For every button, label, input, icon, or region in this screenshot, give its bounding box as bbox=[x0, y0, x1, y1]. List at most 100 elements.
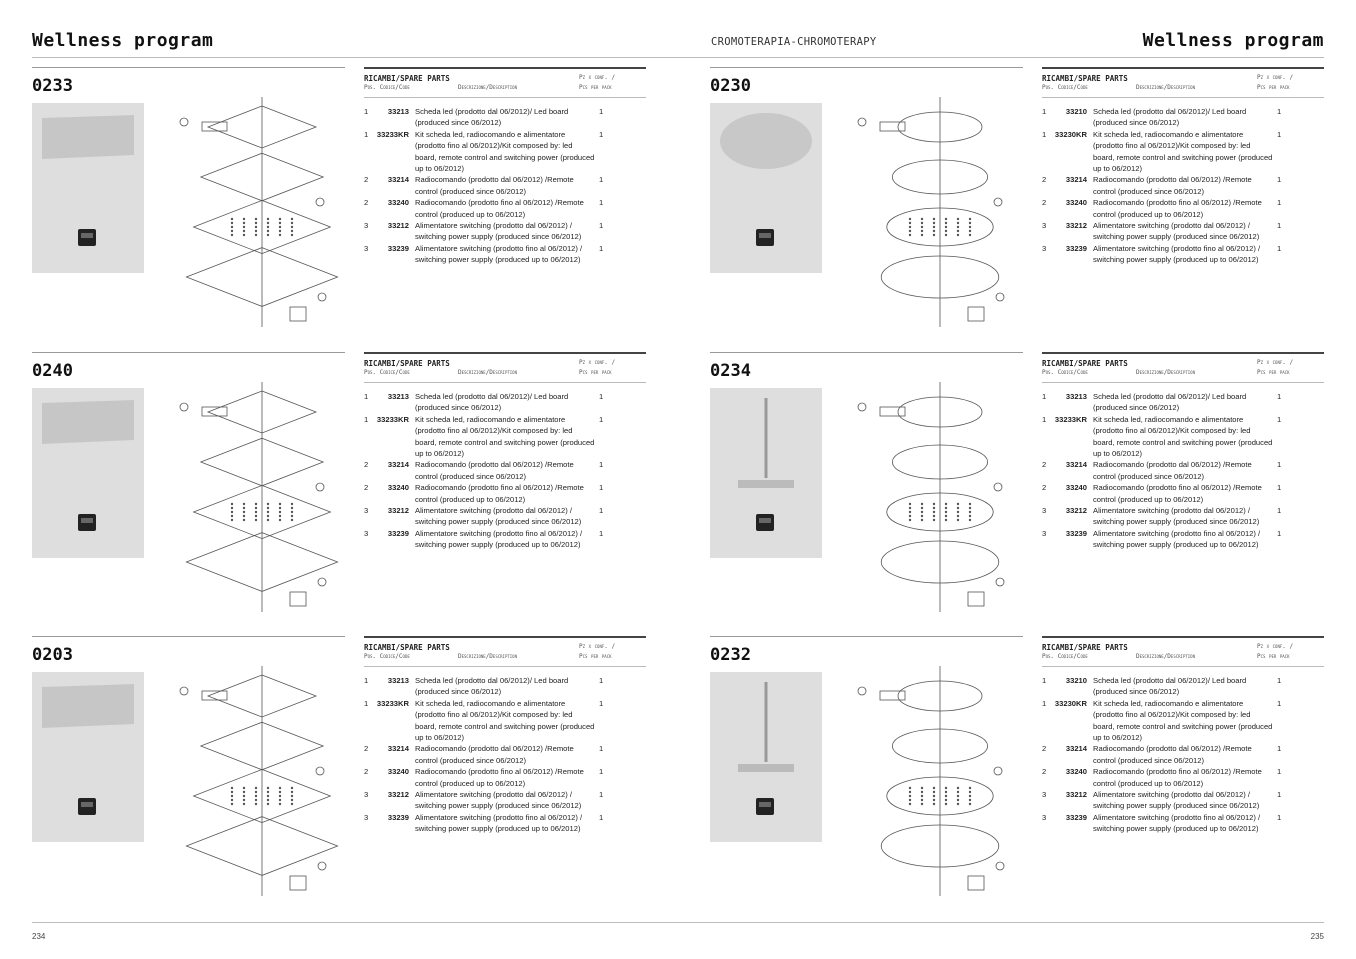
row-qty: 1 bbox=[1277, 221, 1282, 231]
pos-code-header: Pos. Codice/Code bbox=[1042, 653, 1088, 660]
row-code: 33239 bbox=[387, 243, 409, 253]
row-code: 33240 bbox=[1065, 767, 1087, 777]
row-code: 33239 bbox=[387, 528, 409, 538]
row-description: Radiocomando (prodotto dal 06/2012) /Rem… bbox=[1093, 175, 1252, 196]
row-pos: 2 bbox=[1042, 175, 1047, 185]
row-pos: 2 bbox=[1042, 483, 1047, 493]
row-pos: 1 bbox=[1042, 698, 1047, 708]
row-pos: 3 bbox=[1042, 812, 1047, 822]
description-header: Descrizione/Description bbox=[458, 653, 518, 660]
row-qty: 1 bbox=[599, 243, 604, 253]
row-qty: 1 bbox=[599, 414, 604, 424]
row-description: Kit scheda led, radiocomando e alimentat… bbox=[415, 129, 595, 174]
row-code: 33212 bbox=[387, 221, 409, 231]
table-top-rule bbox=[1042, 352, 1324, 354]
row-description: Alimentatore switching (prodotto fino al… bbox=[415, 812, 583, 834]
row-qty: 1 bbox=[1277, 107, 1282, 116]
row-description: Alimentatore switching (prodotto fino al… bbox=[1093, 812, 1261, 834]
description-header: Descrizione/Description bbox=[1136, 84, 1196, 91]
row-qty: 1 bbox=[1277, 198, 1282, 208]
row-qty: 1 bbox=[599, 129, 604, 139]
table-row: 3 33239 Alimentatore switching (prodotto… bbox=[364, 528, 646, 551]
pcs-header: Pcs per pack bbox=[1257, 653, 1290, 660]
row-pos: 2 bbox=[1042, 198, 1047, 208]
table-row: 2 33240 Radiocomando (prodotto fino al 0… bbox=[1042, 482, 1324, 505]
row-code: 33214 bbox=[1065, 744, 1087, 754]
row-description: Scheda led (prodotto dal 06/2012)/ Led b… bbox=[415, 107, 569, 128]
product-photo bbox=[32, 388, 144, 558]
row-code: 33213 bbox=[387, 392, 409, 401]
product-code: 0232 bbox=[710, 645, 751, 665]
row-pos: 1 bbox=[364, 392, 369, 401]
row-qty: 1 bbox=[599, 744, 604, 754]
row-code: 33212 bbox=[1065, 221, 1087, 231]
product-photo bbox=[32, 103, 144, 273]
brand-right: Wellness program bbox=[1142, 30, 1324, 51]
pcs-header: Pcs per pack bbox=[579, 653, 612, 660]
row-code: 33214 bbox=[1065, 175, 1087, 185]
table-row: 3 33239 Alimentatore switching (prodotto… bbox=[1042, 812, 1324, 835]
exploded-view-drawing bbox=[172, 97, 352, 342]
row-pos: 3 bbox=[364, 221, 369, 231]
pz-header: Pz x conf. / bbox=[1257, 643, 1294, 650]
row-code: 33212 bbox=[387, 790, 409, 800]
table-title: RICAMBI/SPARE PARTS bbox=[1042, 643, 1128, 652]
product-photo bbox=[710, 103, 822, 273]
row-description: Kit scheda led, radiocomando e alimentat… bbox=[1093, 414, 1273, 459]
table-row: 1 33213 Scheda led (prodotto dal 06/2012… bbox=[1042, 391, 1324, 414]
row-pos: 1 bbox=[1042, 129, 1047, 139]
row-description: Scheda led (prodotto dal 06/2012)/ Led b… bbox=[415, 392, 569, 413]
table-row: 1 33213 Scheda led (prodotto dal 06/2012… bbox=[364, 391, 646, 414]
table-row: 2 33240 Radiocomando (prodotto fino al 0… bbox=[364, 197, 646, 220]
row-code: 33210 bbox=[1065, 107, 1087, 116]
row-qty: 1 bbox=[599, 528, 604, 538]
row-pos: 2 bbox=[1042, 744, 1047, 754]
row-qty: 1 bbox=[599, 221, 604, 231]
row-code: 33212 bbox=[1065, 790, 1087, 800]
row-pos: 3 bbox=[364, 506, 369, 516]
table-row: 1 33210 Scheda led (prodotto dal 06/2012… bbox=[1042, 675, 1324, 698]
row-description: Radiocomando (prodotto fino al 06/2012) … bbox=[1093, 767, 1262, 788]
table-row: 2 33240 Radiocomando (prodotto fino al 0… bbox=[1042, 197, 1324, 220]
section-divider bbox=[32, 636, 345, 637]
row-qty: 1 bbox=[599, 460, 604, 470]
row-code: 33239 bbox=[1065, 243, 1087, 253]
page-number-left: 234 bbox=[32, 932, 46, 941]
row-code: 33214 bbox=[387, 460, 409, 470]
table-row: 3 33239 Alimentatore switching (prodotto… bbox=[1042, 528, 1324, 551]
row-qty: 1 bbox=[1277, 506, 1282, 516]
row-description: Kit scheda led, radiocomando e alimentat… bbox=[415, 698, 595, 743]
pcs-header: Pcs per pack bbox=[1257, 369, 1290, 376]
table-row: 1 33233KR Kit scheda led, radiocomando e… bbox=[364, 698, 646, 744]
table-row: 2 33214 Radiocomando (prodotto dal 06/20… bbox=[364, 174, 646, 197]
row-description: Radiocomando (prodotto fino al 06/2012) … bbox=[1093, 483, 1262, 504]
row-code: 33212 bbox=[387, 506, 409, 516]
row-pos: 3 bbox=[364, 790, 369, 800]
row-description: Radiocomando (prodotto dal 06/2012) /Rem… bbox=[415, 460, 574, 481]
pos-code-header: Pos. Codice/Code bbox=[364, 369, 410, 376]
product-code: 0240 bbox=[32, 361, 73, 381]
row-pos: 1 bbox=[364, 107, 369, 116]
row-qty: 1 bbox=[599, 483, 604, 493]
row-code: 33239 bbox=[1065, 812, 1087, 822]
row-pos: 2 bbox=[364, 460, 369, 470]
product-code: 0203 bbox=[32, 645, 73, 665]
row-description: Radiocomando (prodotto fino al 06/2012) … bbox=[1093, 198, 1262, 219]
table-row: 3 33212 Alimentatore switching (prodotto… bbox=[1042, 220, 1324, 243]
table-top-rule bbox=[364, 352, 646, 354]
table-row: 3 33212 Alimentatore switching (prodotto… bbox=[364, 505, 646, 528]
row-qty: 1 bbox=[599, 392, 604, 401]
row-qty: 1 bbox=[599, 790, 604, 800]
row-description: Alimentatore switching (prodotto fino al… bbox=[415, 243, 583, 265]
table-row: 1 33213 Scheda led (prodotto dal 06/2012… bbox=[364, 106, 646, 129]
row-description: Radiocomando (prodotto dal 06/2012) /Rem… bbox=[1093, 460, 1252, 481]
row-description: Kit scheda led, radiocomando e alimentat… bbox=[1093, 698, 1273, 743]
row-description: Radiocomando (prodotto dal 06/2012) /Rem… bbox=[415, 175, 574, 196]
row-pos: 1 bbox=[1042, 414, 1047, 424]
exploded-view-drawing bbox=[172, 382, 352, 627]
row-description: Alimentatore switching (prodotto dal 06/… bbox=[1093, 506, 1260, 527]
product-section: 0232 RICAMBI/SPARE PARTS Pz x conf. / Pos… bbox=[710, 636, 1324, 916]
